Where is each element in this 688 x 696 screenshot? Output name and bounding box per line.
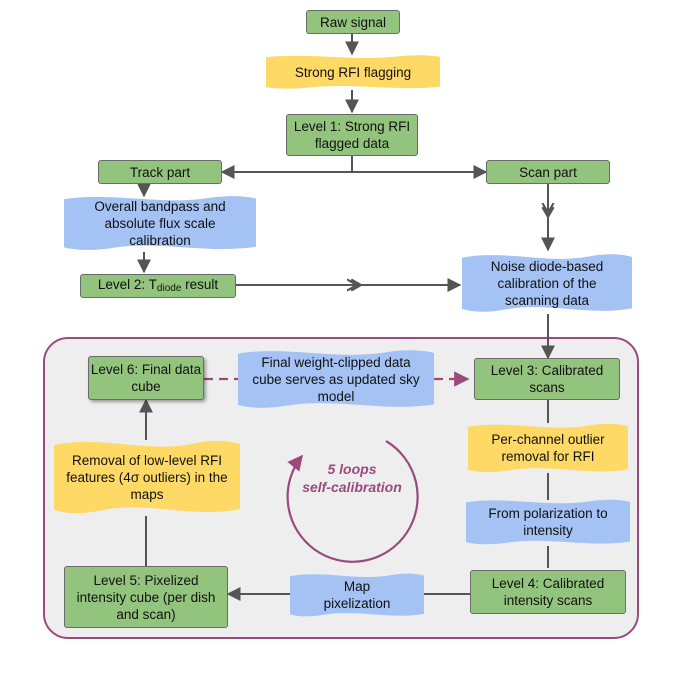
per-channel-outlier-label: Per-channel outlier removal for RFI <box>491 432 605 464</box>
level6-label: Level 6: Final data cube <box>90 362 202 394</box>
level2-node: Level 2: Tdiode result <box>80 274 236 298</box>
polarization-to-intensity-node: From polarization to intensity <box>466 498 630 546</box>
loop-count-label: 5 loops <box>327 461 377 477</box>
level6-node: Level 6: Final data cube <box>88 356 204 400</box>
final-weight-clipped-node: Final weight-clipped data cube serves as… <box>238 348 434 410</box>
loop-type-label: self-calibration <box>302 479 402 495</box>
bandpass-calibration-node: Overall bandpass and absolute flux scale… <box>64 194 256 252</box>
level4-label: Level 4: Calibrated intensity scans <box>491 576 605 608</box>
level3-node: Level 3: Calibrated scans <box>474 358 620 400</box>
raw-signal-label: Raw signal <box>319 14 387 30</box>
noise-diode-calibration-label: Noise diode-based calibration of the sca… <box>490 258 604 308</box>
strong-rfi-flagging-label: Strong RFI flagging <box>294 64 412 80</box>
map-pixelization-node: Map pixelization <box>290 572 424 618</box>
strong-rfi-flagging-node: Strong RFI flagging <box>266 54 440 90</box>
removal-low-level-rfi-node: Removal of low-level RFI features (4σ ou… <box>54 438 240 516</box>
scan-part-label: Scan part <box>519 164 577 180</box>
level2-label: Level 2: Tdiode result <box>97 276 219 294</box>
track-part-node: Track part <box>98 160 222 184</box>
level4-node: Level 4: Calibrated intensity scans <box>470 570 626 614</box>
self-calibration-loop-panel <box>43 337 639 639</box>
per-channel-outlier-node: Per-channel outlier removal for RFI <box>468 422 628 474</box>
scan-part-node: Scan part <box>486 160 610 184</box>
bandpass-calibration-label: Overall bandpass and absolute flux scale… <box>94 198 226 248</box>
final-weight-clipped-label: Final weight-clipped data cube serves as… <box>252 354 420 404</box>
removal-low-level-rfi-label: Removal of low-level RFI features (4σ ou… <box>66 452 228 502</box>
level1-label: Level 1: Strong RFI flagged data <box>293 119 411 151</box>
level3-label: Level 3: Calibrated scans <box>490 363 604 395</box>
level5-node: Level 5: Pixelized intensity cube (per d… <box>64 566 228 628</box>
raw-signal-node: Raw signal <box>306 10 400 34</box>
track-part-label: Track part <box>129 164 191 180</box>
map-pixelization-label: Map pixelization <box>323 579 391 611</box>
level1-node: Level 1: Strong RFI flagged data <box>286 114 418 156</box>
polarization-to-intensity-label: From polarization to intensity <box>488 506 608 538</box>
self-calibration-loop-label: 5 loops self-calibration <box>292 460 412 496</box>
level5-label: Level 5: Pixelized intensity cube (per d… <box>76 572 216 622</box>
noise-diode-calibration-node: Noise diode-based calibration of the sca… <box>462 252 632 314</box>
